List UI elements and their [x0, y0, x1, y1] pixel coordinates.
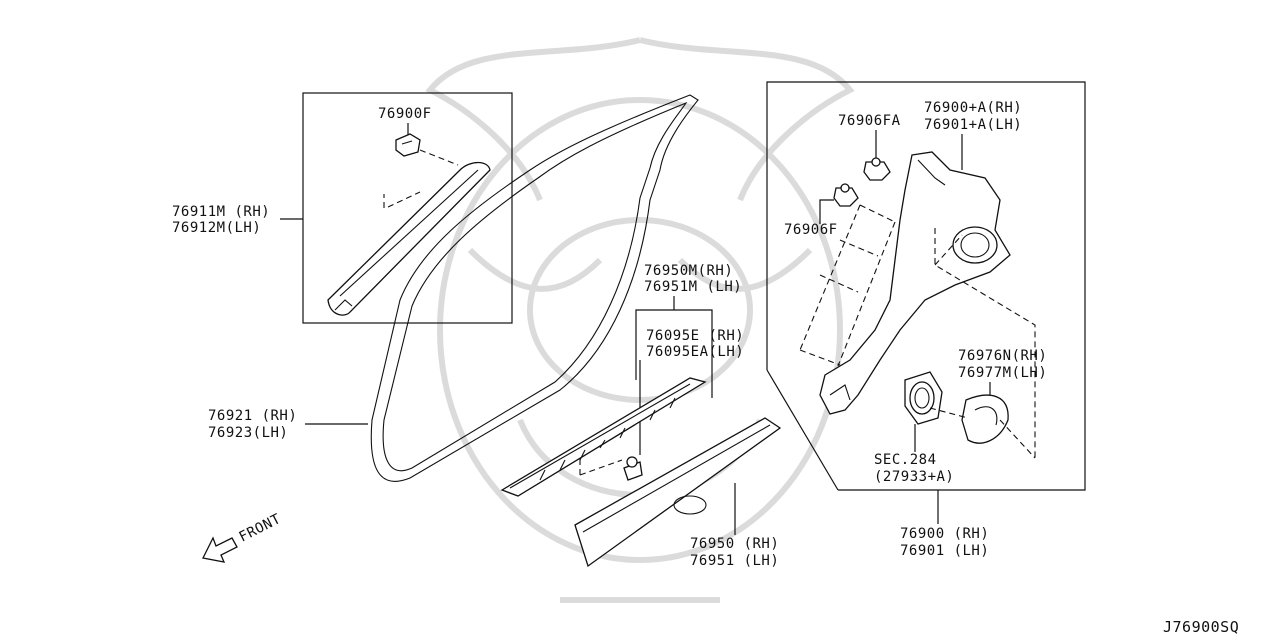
callout-76095EA: 76095EA(LH): [646, 344, 744, 360]
clip-76095E: [623, 456, 643, 481]
kicking-plate-outer-76950: [574, 417, 782, 568]
weatherstrip-76921: [370, 94, 699, 482]
callout-76900F-top: 76900F: [378, 106, 432, 122]
clip-76900F: [395, 133, 421, 157]
front-label: FRONT: [237, 511, 284, 546]
callout-76906FA: 76906FA: [838, 113, 901, 129]
callout-76951M: 76951M (LH): [644, 279, 742, 295]
callout-76900: 76900 (RH): [900, 526, 989, 542]
callout-76901A: 76901+A(LH): [924, 117, 1022, 133]
callout-76951: 76951 (LH): [690, 553, 779, 569]
callout-76901: 76901 (LH): [900, 543, 989, 559]
rear-pillar-finisher-76900: [819, 151, 1011, 415]
clip-76906FA: [863, 157, 891, 181]
callout-76911M: 76911M (RH): [172, 204, 270, 220]
callout-76950M: 76950M(RH): [644, 263, 733, 279]
speaker-bracket-76976N: [961, 394, 1009, 444]
callout-76906F: 76906F: [784, 222, 838, 238]
callout-76950: 76950 (RH): [690, 536, 779, 552]
detail-box-rear-finisher: [766, 81, 1086, 491]
front-arrow-icon: [202, 536, 238, 563]
callout-76921: 76921 (RH): [208, 408, 297, 424]
callout-76095E: 76095E (RH): [646, 328, 744, 344]
diagram-id: J76900SQ: [1163, 618, 1239, 636]
callout-76977M: 76977M(LH): [958, 365, 1047, 381]
pillar-finisher-76911M: [327, 161, 491, 316]
callout-SEC284: SEC.284: [874, 452, 937, 468]
callout-76923: 76923(LH): [208, 425, 288, 441]
speaker-27933A: [904, 371, 943, 425]
clip-76906F: [833, 183, 859, 207]
callout-27933A: (27933+A): [874, 469, 954, 485]
callout-76912M: 76912M(LH): [172, 220, 261, 236]
kicking-plate-inner-76950M: [500, 377, 707, 497]
callout-76976N: 76976N(RH): [958, 348, 1047, 364]
callout-76900A: 76900+A(RH): [924, 100, 1022, 116]
